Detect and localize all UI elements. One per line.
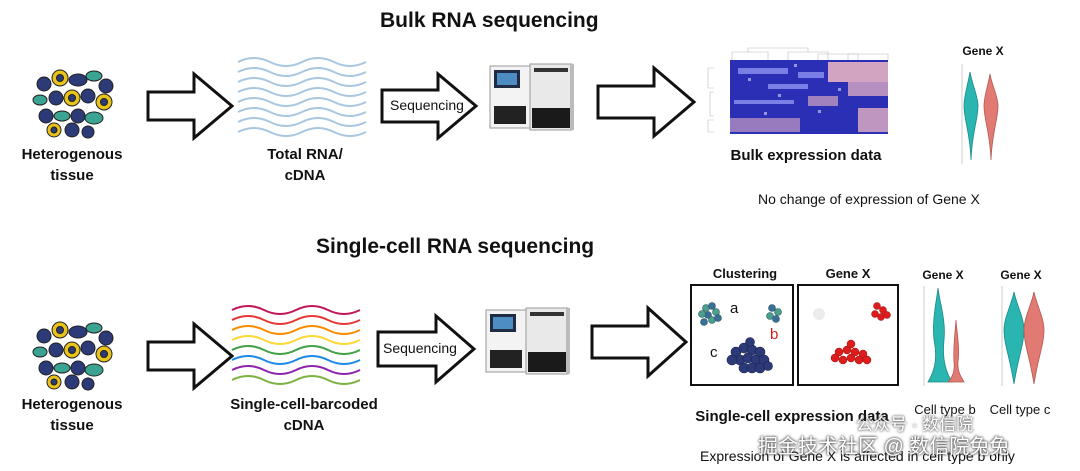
bulk-arrow-1-icon xyxy=(146,70,235,142)
single-tissue-cells-icon xyxy=(32,321,114,391)
single-tissue-label: Heterogenous tissue xyxy=(21,396,123,434)
bulk-heatmap-icon xyxy=(707,47,889,134)
cluster-c-label: c xyxy=(710,344,718,361)
bulk-rna-waves-icon xyxy=(237,57,367,137)
gene-x-dots xyxy=(813,302,891,365)
bulk-gene-label: Gene X xyxy=(962,44,1004,58)
single-arrow-1-icon xyxy=(146,320,235,392)
single-sequencing-label: Sequencing xyxy=(383,340,457,356)
bulk-rna-label: Total RNA/ cDNA xyxy=(267,146,343,184)
watermark-line-1: 公众号 · 数信院 xyxy=(856,415,974,434)
clustering-label: Clustering xyxy=(712,266,778,281)
bulk-conclusion: No change of expression of Gene X xyxy=(758,191,980,207)
gene-panel-label: Gene X xyxy=(825,266,871,281)
single-conclusion: Expression of Gene X is affected in cell… xyxy=(700,448,1015,464)
cluster-b-label: b xyxy=(770,326,779,343)
bulk-tissue-cells-icon xyxy=(32,69,114,139)
single-barcoded-waves-icon xyxy=(231,305,361,385)
cluster-a-label: a xyxy=(730,300,739,317)
bulk-violin-plot xyxy=(961,64,999,164)
violin-b-gene-label: Gene X xyxy=(922,268,964,282)
single-expression-label: Single-cell expression data xyxy=(695,408,889,425)
violin-plot-cell-type-c xyxy=(1001,286,1045,386)
bulk-title: Bulk RNA sequencing xyxy=(380,9,599,32)
bulk-sequencing-label: Sequencing xyxy=(390,97,464,113)
single-title: Single-cell RNA sequencing xyxy=(316,235,595,258)
bulk-sequencer-icon xyxy=(489,63,574,131)
single-cdna-label: Single-cell-barcoded cDNA xyxy=(230,396,378,434)
clustering-dots xyxy=(698,302,782,374)
single-sequencing-arrow-icon xyxy=(376,312,477,386)
violin-c-gene-label: Gene X xyxy=(1000,268,1042,282)
cell-type-b-label: Cell type b xyxy=(914,402,976,417)
clustering-panel: a b c xyxy=(690,284,794,386)
bulk-tissue-label: Heterogenous tissue xyxy=(21,146,123,184)
bulk-expression-label: Bulk expression data xyxy=(730,147,882,164)
cell-type-c-label: Cell type c xyxy=(989,402,1051,417)
gene-x-panel xyxy=(797,284,899,386)
bulk-arrow-2-icon xyxy=(596,64,697,140)
bulk-sequencing-arrow-icon xyxy=(380,70,479,142)
violin-plot-cell-type-b xyxy=(923,286,965,386)
single-arrow-2-icon xyxy=(590,304,689,380)
watermark-line-2: 掘金技术社区 @ 数信院兔兔 xyxy=(758,436,1010,458)
single-sequencer-icon xyxy=(485,307,570,375)
